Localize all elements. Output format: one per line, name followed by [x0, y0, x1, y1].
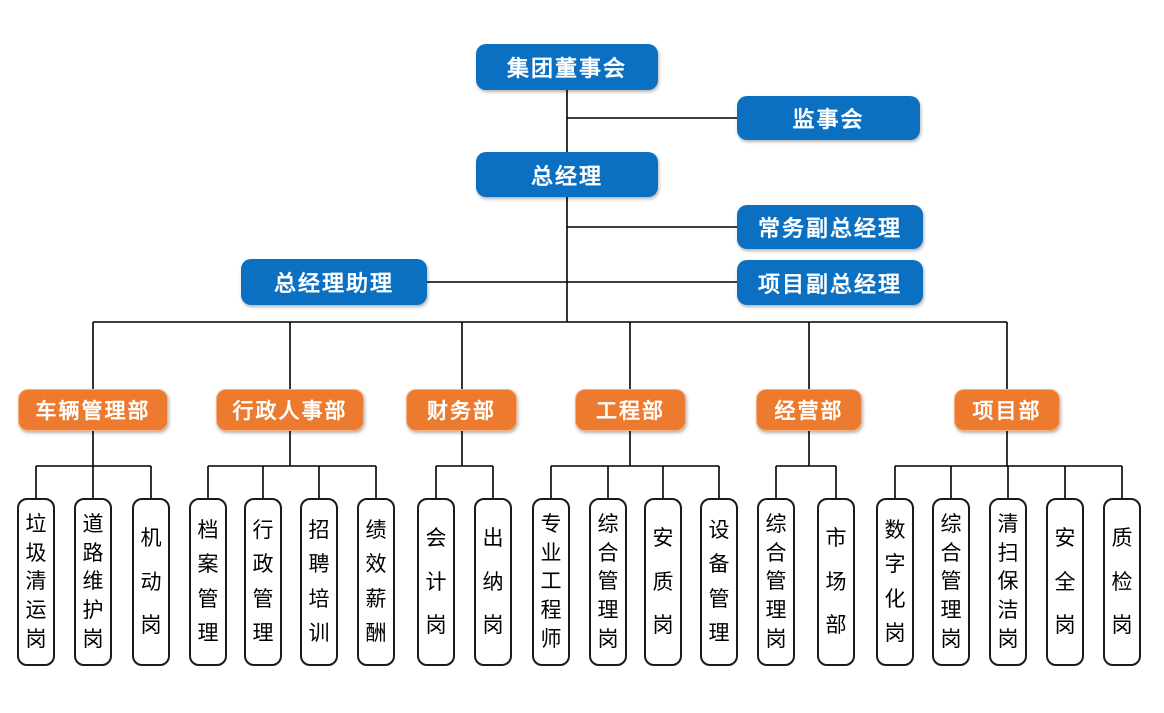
dept-operations: 经营部 [756, 389, 862, 431]
position-node: 安质岗 [644, 498, 682, 666]
node-supervisory-board: 监事会 [737, 96, 920, 140]
position-node: 综合管理岗 [932, 498, 970, 666]
dept-finance: 财务部 [406, 389, 517, 431]
position-node: 道路维护岗 [74, 498, 112, 666]
position-node: 综合管理岗 [589, 498, 627, 666]
position-node: 安全岗 [1046, 498, 1084, 666]
node-group-board: 集团董事会 [476, 44, 658, 90]
node-exec-deputy-gm: 常务副总经理 [737, 205, 923, 249]
dept-vehicle-management: 车辆管理部 [18, 389, 168, 431]
position-node: 行政管理 [244, 498, 282, 666]
position-node: 机动岗 [132, 498, 170, 666]
position-node: 市场部 [817, 498, 855, 666]
position-node: 垃圾清运岗 [17, 498, 55, 666]
node-gm-assistant: 总经理助理 [241, 259, 427, 305]
position-node: 会计岗 [417, 498, 455, 666]
position-node: 综合管理岗 [757, 498, 795, 666]
position-node: 清扫保洁岗 [989, 498, 1027, 666]
position-node: 出纳岗 [474, 498, 512, 666]
position-node: 设备管理 [700, 498, 738, 666]
node-project-deputy-gm: 项目副总经理 [737, 260, 923, 305]
dept-admin-hr: 行政人事部 [216, 389, 364, 431]
position-node: 数字化岗 [876, 498, 914, 666]
position-node: 档案管理 [189, 498, 227, 666]
node-general-manager: 总经理 [476, 152, 658, 197]
dept-project: 项目部 [954, 389, 1060, 431]
position-node: 质检岗 [1103, 498, 1141, 666]
position-node: 招聘培训 [300, 498, 338, 666]
position-node: 专业工程师 [532, 498, 570, 666]
position-node: 绩效薪酬 [357, 498, 395, 666]
dept-engineering: 工程部 [575, 389, 686, 431]
